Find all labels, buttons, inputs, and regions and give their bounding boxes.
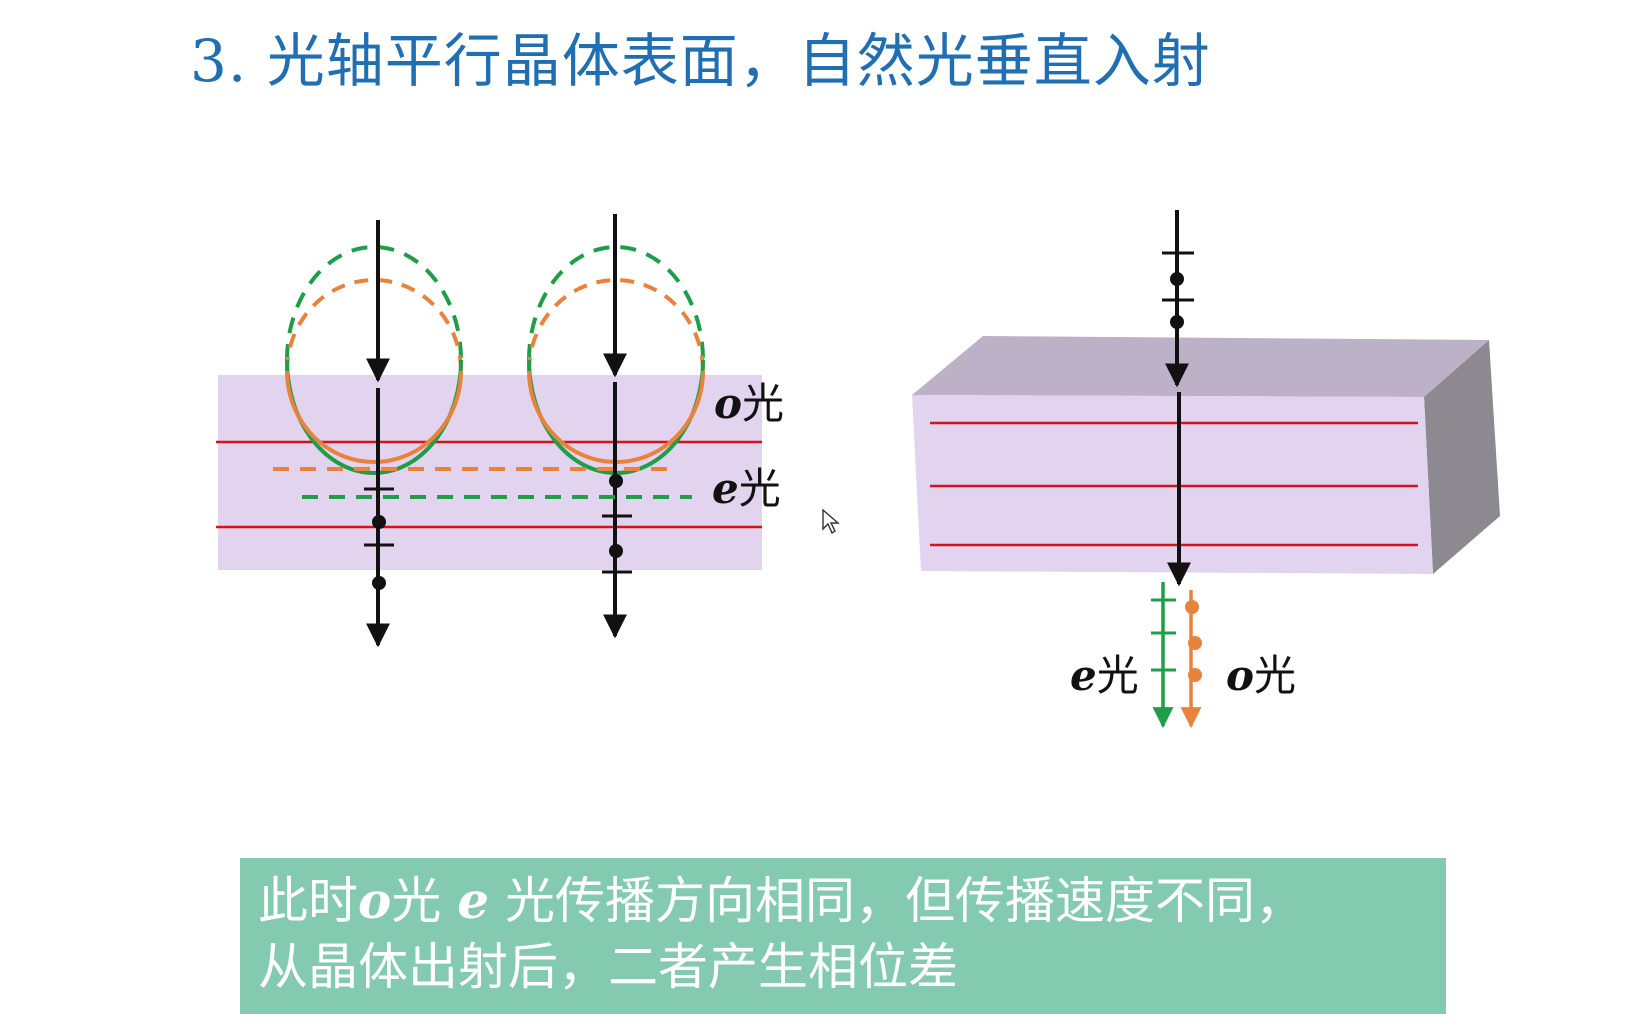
title-text: 光轴平行晶体表面，自然光垂直入射 [266, 27, 1211, 95]
mouse-cursor-icon [822, 509, 840, 535]
o-light-label-right: o光 [1226, 651, 1297, 700]
polarization-dot [372, 576, 386, 590]
title-number: 3. [190, 27, 248, 95]
o-light-label-left: o光 [714, 379, 785, 428]
caption-box: 此时o光 e 光传播方向相同，但传播速度不同， 从晶体出射后，二者产生相位差 [240, 858, 1446, 1014]
caption-line2: 从晶体出射后，二者产生相位差 [258, 938, 958, 996]
crystal-section-left [218, 375, 762, 570]
o-ray-dot [1185, 600, 1199, 614]
normal-incidence-ray [1162, 210, 1194, 587]
caption-e-symbol: e [457, 871, 490, 930]
polarization-dot [1170, 272, 1184, 286]
e-light-label-right: e光 [1070, 651, 1139, 700]
o-wavefront-inside [285, 370, 463, 464]
caption-o-symbol: o [358, 871, 392, 930]
o-wavefront-outside [285, 278, 463, 372]
crystal-block-top [912, 336, 1489, 397]
crystal-block-side [1424, 340, 1500, 574]
polarization-dot [609, 544, 623, 558]
polarization-dot [609, 474, 623, 488]
e-light-label-left: e光 [712, 464, 781, 513]
slide-title: 3. 光轴平行晶体表面，自然光垂直入射 [190, 14, 1211, 98]
caption-line1-mid: 光 [391, 872, 458, 930]
o-ray-dot [1188, 636, 1202, 650]
emergent-o-ray [1180, 590, 1202, 729]
crystal-block-front [912, 395, 1433, 574]
emergent-e-ray [1151, 582, 1176, 729]
polarization-dot [372, 515, 386, 529]
caption-line1-rest: 光传播方向相同，但传播速度不同， [489, 872, 1305, 930]
o-ray-dot [1188, 668, 1202, 682]
polarization-dot [1170, 315, 1184, 329]
wavelet-group-1 [285, 220, 463, 648]
wavelet-group-2 [527, 214, 705, 639]
caption-line1-prefix: 此时 [258, 872, 358, 930]
